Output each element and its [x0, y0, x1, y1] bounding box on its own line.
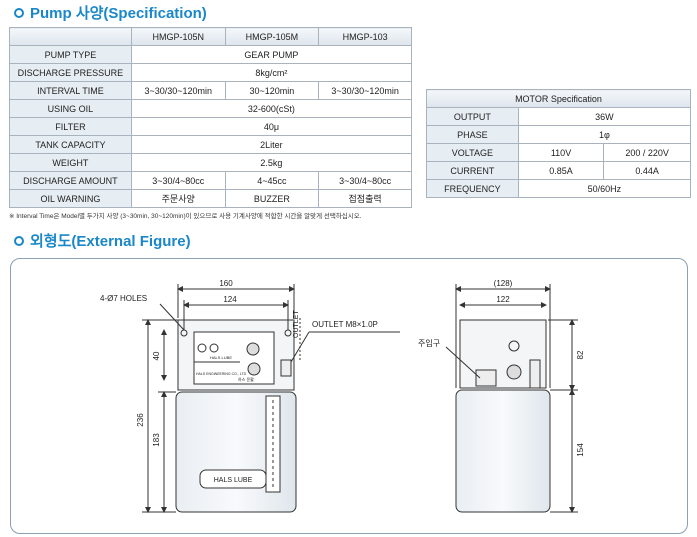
row-label: OIL WARNING [9, 189, 132, 208]
side-view [445, 284, 578, 513]
row-label: DISCHARGE AMOUNT [9, 171, 132, 190]
outlet-fitting [280, 359, 292, 377]
switch-icon [246, 342, 260, 356]
front-height-label: 236 [136, 413, 145, 427]
side-tank [455, 389, 551, 513]
interval-note: ※ Interval Time은 Model별 두가지 사양 (3~30min,… [9, 213, 362, 220]
holes-label: 4-Ø7 HOLES [100, 294, 147, 303]
knob-icon [197, 343, 207, 353]
front-pitch-label: 124 [223, 295, 237, 304]
bullet-ring-icon [14, 235, 24, 246]
front-view-labels: 160 124 4-Ø7 HOLES OUTLET M8×1.0P OUTLET… [100, 279, 378, 484]
panel-korean-text: 하스 윤활 [238, 376, 254, 382]
side-top-height-label: 82 [576, 350, 585, 359]
pressure-knob-icon [508, 340, 520, 352]
knob-icon [209, 343, 219, 353]
spec-title-text: Pump 사양(Specification) [30, 5, 207, 22]
panel-company-text: HALS ENGINEERING CO., LTD [196, 372, 247, 376]
row-label: PUMP TYPE [9, 45, 132, 64]
table-row: PUMP TYPE GEAR PUMP [9, 45, 413, 64]
outlet-side-label: OUTLET [293, 310, 300, 338]
table-row: DISCHARGE PRESSURE 8kg/cm² [9, 63, 413, 82]
spec-section-title: Pump 사양(Specification) [14, 2, 207, 23]
row-label: USING OIL [9, 99, 132, 118]
row-value: 50/60Hz [517, 179, 692, 198]
row-label: WEIGHT [9, 153, 132, 172]
front-view [142, 284, 400, 513]
table-row: INTERVAL TIME 3~30/30~120min 30~120min 3… [9, 81, 412, 100]
row-label: FREQUENCY [426, 179, 519, 198]
pump-spec-table: HMGP-105N HMGP-105M HMGP-103 PUMP TYPE G… [9, 27, 413, 208]
figure-section-title: 외형도(External Figure) [14, 230, 191, 251]
motor-header-row: MOTOR Specification [426, 89, 691, 108]
table-row: OUTPUT 36W [426, 107, 692, 126]
table-header-row: HMGP-105N HMGP-105M HMGP-103 [9, 27, 412, 46]
front-top-height-label: 40 [152, 351, 161, 360]
front-width-label: 160 [219, 279, 233, 288]
panel-brand-text: HALS LUBE [210, 355, 232, 360]
brand-plate-text: HALS LUBE [214, 477, 253, 484]
row-label: INTERVAL TIME [9, 81, 132, 100]
row-label: OUTPUT [426, 107, 519, 126]
inlet-cap [475, 369, 497, 387]
motor-cap-icon [506, 364, 522, 380]
table-row: WEIGHT 2.5kg [9, 153, 413, 172]
model-header: HMGP-105M [224, 27, 320, 46]
indicator-icon [247, 362, 261, 376]
control-panel [193, 331, 275, 385]
side-view-labels: (128) 122 82 154 주입구 [418, 279, 585, 457]
table-row: DISCHARGE AMOUNT 3~30/4~80cc 4~45cc 3~30… [9, 171, 412, 190]
side-fitting [529, 359, 541, 389]
side-width-label: (128) [494, 279, 513, 288]
figure-title-text: 외형도(External Figure) [30, 233, 191, 250]
row-label: TANK CAPACITY [9, 135, 132, 154]
side-tank-height-label: 154 [576, 443, 585, 457]
motor-spec-table: MOTOR Specification OUTPUT 36W PHASE 1φ … [426, 89, 692, 198]
row-value: 주문사양 [130, 189, 226, 208]
row-label: FILTER [9, 117, 132, 136]
bullet-ring-icon [14, 7, 24, 18]
row-value: 접점출력 [318, 189, 412, 208]
motor-title: MOTOR Specification [426, 89, 691, 108]
outlet-label: OUTLET M8×1.0P [312, 320, 378, 329]
inlet-label: 주입구 [418, 339, 440, 348]
table-row: OIL WARNING 주문사양 BUZZER 접점출력 [9, 189, 412, 208]
table-row: CURRENT 0.85A 0.44A [426, 161, 691, 180]
brand-plate [199, 469, 267, 489]
table-row: FREQUENCY 50/60Hz [426, 179, 692, 198]
table-row: FILTER 40μ [9, 117, 413, 136]
external-figure-frame [10, 258, 688, 534]
front-tank-height-label: 183 [152, 433, 161, 447]
row-value: BUZZER [224, 189, 320, 208]
side-inner-width-label: 122 [496, 295, 510, 304]
